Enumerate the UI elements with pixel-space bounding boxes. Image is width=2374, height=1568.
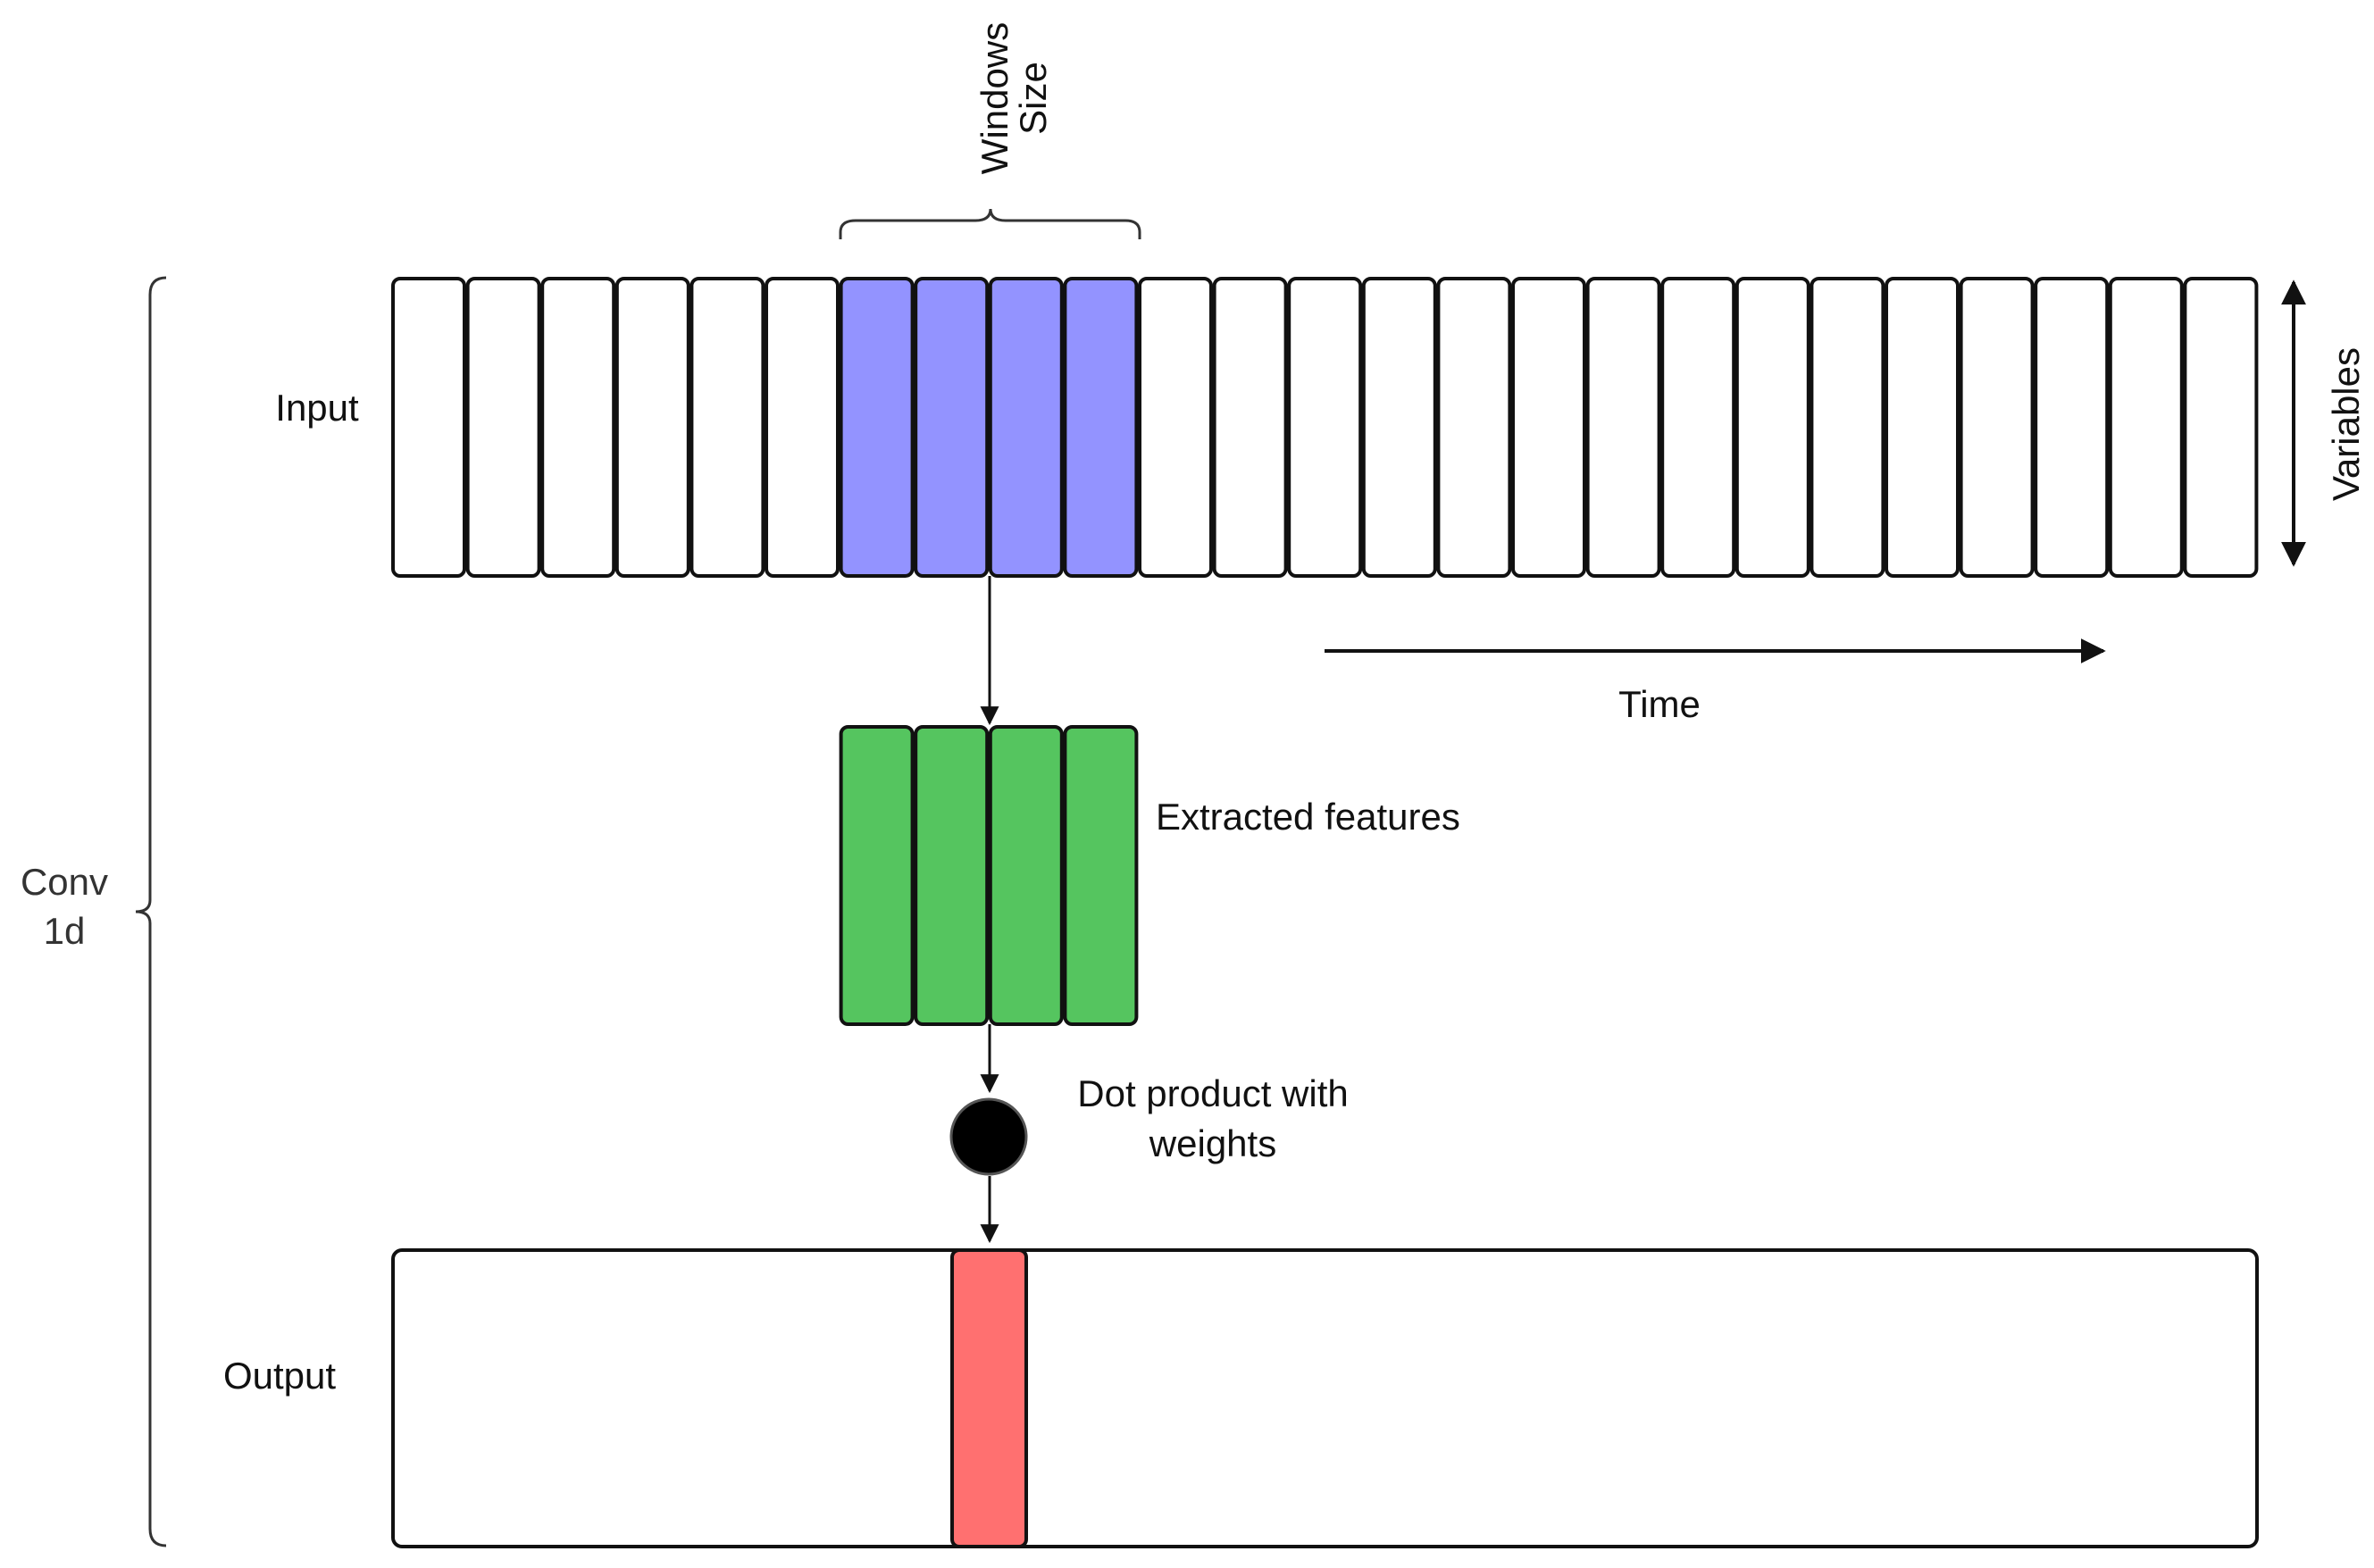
input-label: Input: [275, 387, 359, 429]
input-cell: [1287, 277, 1363, 578]
input-cell: [391, 277, 466, 578]
input-cell: [2183, 277, 2259, 578]
time-label: Time: [1618, 683, 1701, 725]
window-size-label-line1: Windows: [974, 22, 1016, 174]
input-cell: [465, 277, 541, 578]
input-window-cell: [914, 277, 990, 578]
input-sequence: [391, 277, 2259, 578]
output-sequence: [391, 1248, 2259, 1548]
feature-cell: [1063, 725, 1139, 1026]
input-cell: [1810, 277, 1885, 578]
input-cell: [1361, 277, 1437, 578]
output-label: Output: [223, 1355, 336, 1397]
input-window-cell: [988, 277, 1064, 578]
input-cell: [1660, 277, 1736, 578]
input-cell: [1959, 277, 2035, 578]
input-cell: [1212, 277, 1288, 578]
input-cell: [2034, 277, 2110, 578]
input-cell: [1885, 277, 1960, 578]
dot-product-label-line1: Dot product with: [1077, 1072, 1348, 1114]
input-cell: [1511, 277, 1586, 578]
input-cell: [1735, 277, 1810, 578]
input-cell: [614, 277, 690, 578]
dot-product-node: [949, 1097, 1028, 1176]
input-window-cell: [1063, 277, 1139, 578]
input-cell: [765, 277, 840, 578]
input-cell: [690, 277, 765, 578]
output-highlighted-cell: [950, 1248, 1028, 1548]
conv-label-line1: Conv: [21, 861, 108, 903]
conv-brace: [135, 276, 167, 1547]
feature-cell: [914, 725, 990, 1026]
input-cell: [2108, 277, 2184, 578]
window-size-brace: [839, 208, 1141, 239]
input-cell: [540, 277, 616, 578]
input-window-cell: [839, 277, 915, 578]
extracted-features: [839, 725, 1139, 1026]
dot-product-label-line2: weights: [1149, 1122, 1276, 1164]
feature-cell: [988, 725, 1064, 1026]
input-cell: [1436, 277, 1512, 578]
input-cell: [1585, 277, 1661, 578]
conv-label-line2: 1d: [44, 910, 86, 952]
input-cell: [1138, 277, 1213, 578]
extracted-features-label: Extracted features: [1156, 796, 1460, 838]
feature-cell: [839, 725, 915, 1026]
variables-label: Variables: [2325, 347, 2367, 501]
window-size-label-line2: Size: [1012, 62, 1054, 135]
